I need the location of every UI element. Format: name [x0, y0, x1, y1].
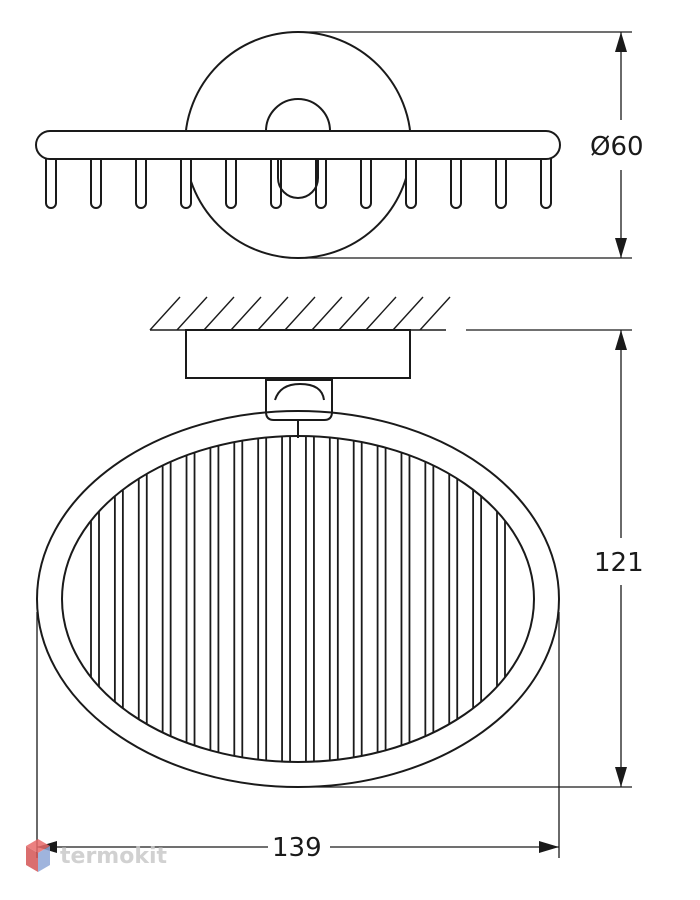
inner-ring: [61, 435, 535, 763]
arrow-height-up: [615, 330, 627, 350]
hooks-group: [45, 150, 552, 209]
hook: [180, 150, 192, 209]
diameter-dimension: [298, 31, 632, 259]
hatch-line: [419, 296, 451, 331]
hatch-line: [311, 296, 343, 331]
hook: [225, 150, 237, 209]
watermark-text: termokit: [60, 844, 167, 869]
hook: [450, 150, 462, 209]
height-label: 121: [594, 548, 644, 578]
hook: [90, 150, 102, 209]
bracket-inner: [274, 382, 325, 401]
hatch-line: [392, 296, 424, 331]
hatch-line: [203, 296, 235, 331]
top-view: [35, 31, 561, 259]
hook: [135, 150, 147, 209]
basket-wires: [90, 436, 506, 762]
rod: [35, 130, 561, 160]
hook: [540, 150, 552, 209]
arrow-down: [615, 238, 627, 258]
height-dimension: [298, 329, 632, 788]
hatch-line: [176, 296, 208, 331]
watermark: termokit: [26, 839, 167, 872]
bracket-connector: [265, 379, 333, 421]
hatch-line: [284, 296, 316, 331]
central-knob: [265, 98, 331, 132]
front-view: [36, 329, 560, 788]
mount-block: [185, 329, 411, 379]
arrow-up: [615, 32, 627, 52]
arrow-width-right: [539, 841, 559, 853]
hook: [45, 150, 57, 209]
hook: [360, 150, 372, 209]
hook: [495, 150, 507, 209]
hatch-line: [149, 296, 181, 331]
wall-hatch: [149, 296, 451, 331]
hatch-line: [257, 296, 289, 331]
hatch-line: [338, 296, 370, 331]
width-label: 139: [272, 833, 322, 863]
hatch-line: [230, 296, 262, 331]
diameter-label: Ø60: [590, 132, 644, 162]
width-dimension: [36, 612, 560, 858]
hook: [405, 150, 417, 209]
arrow-height-down: [615, 767, 627, 787]
central-knob-lower: [277, 159, 319, 199]
watermark-logo-icon: [26, 839, 50, 872]
hatch-line: [365, 296, 397, 331]
